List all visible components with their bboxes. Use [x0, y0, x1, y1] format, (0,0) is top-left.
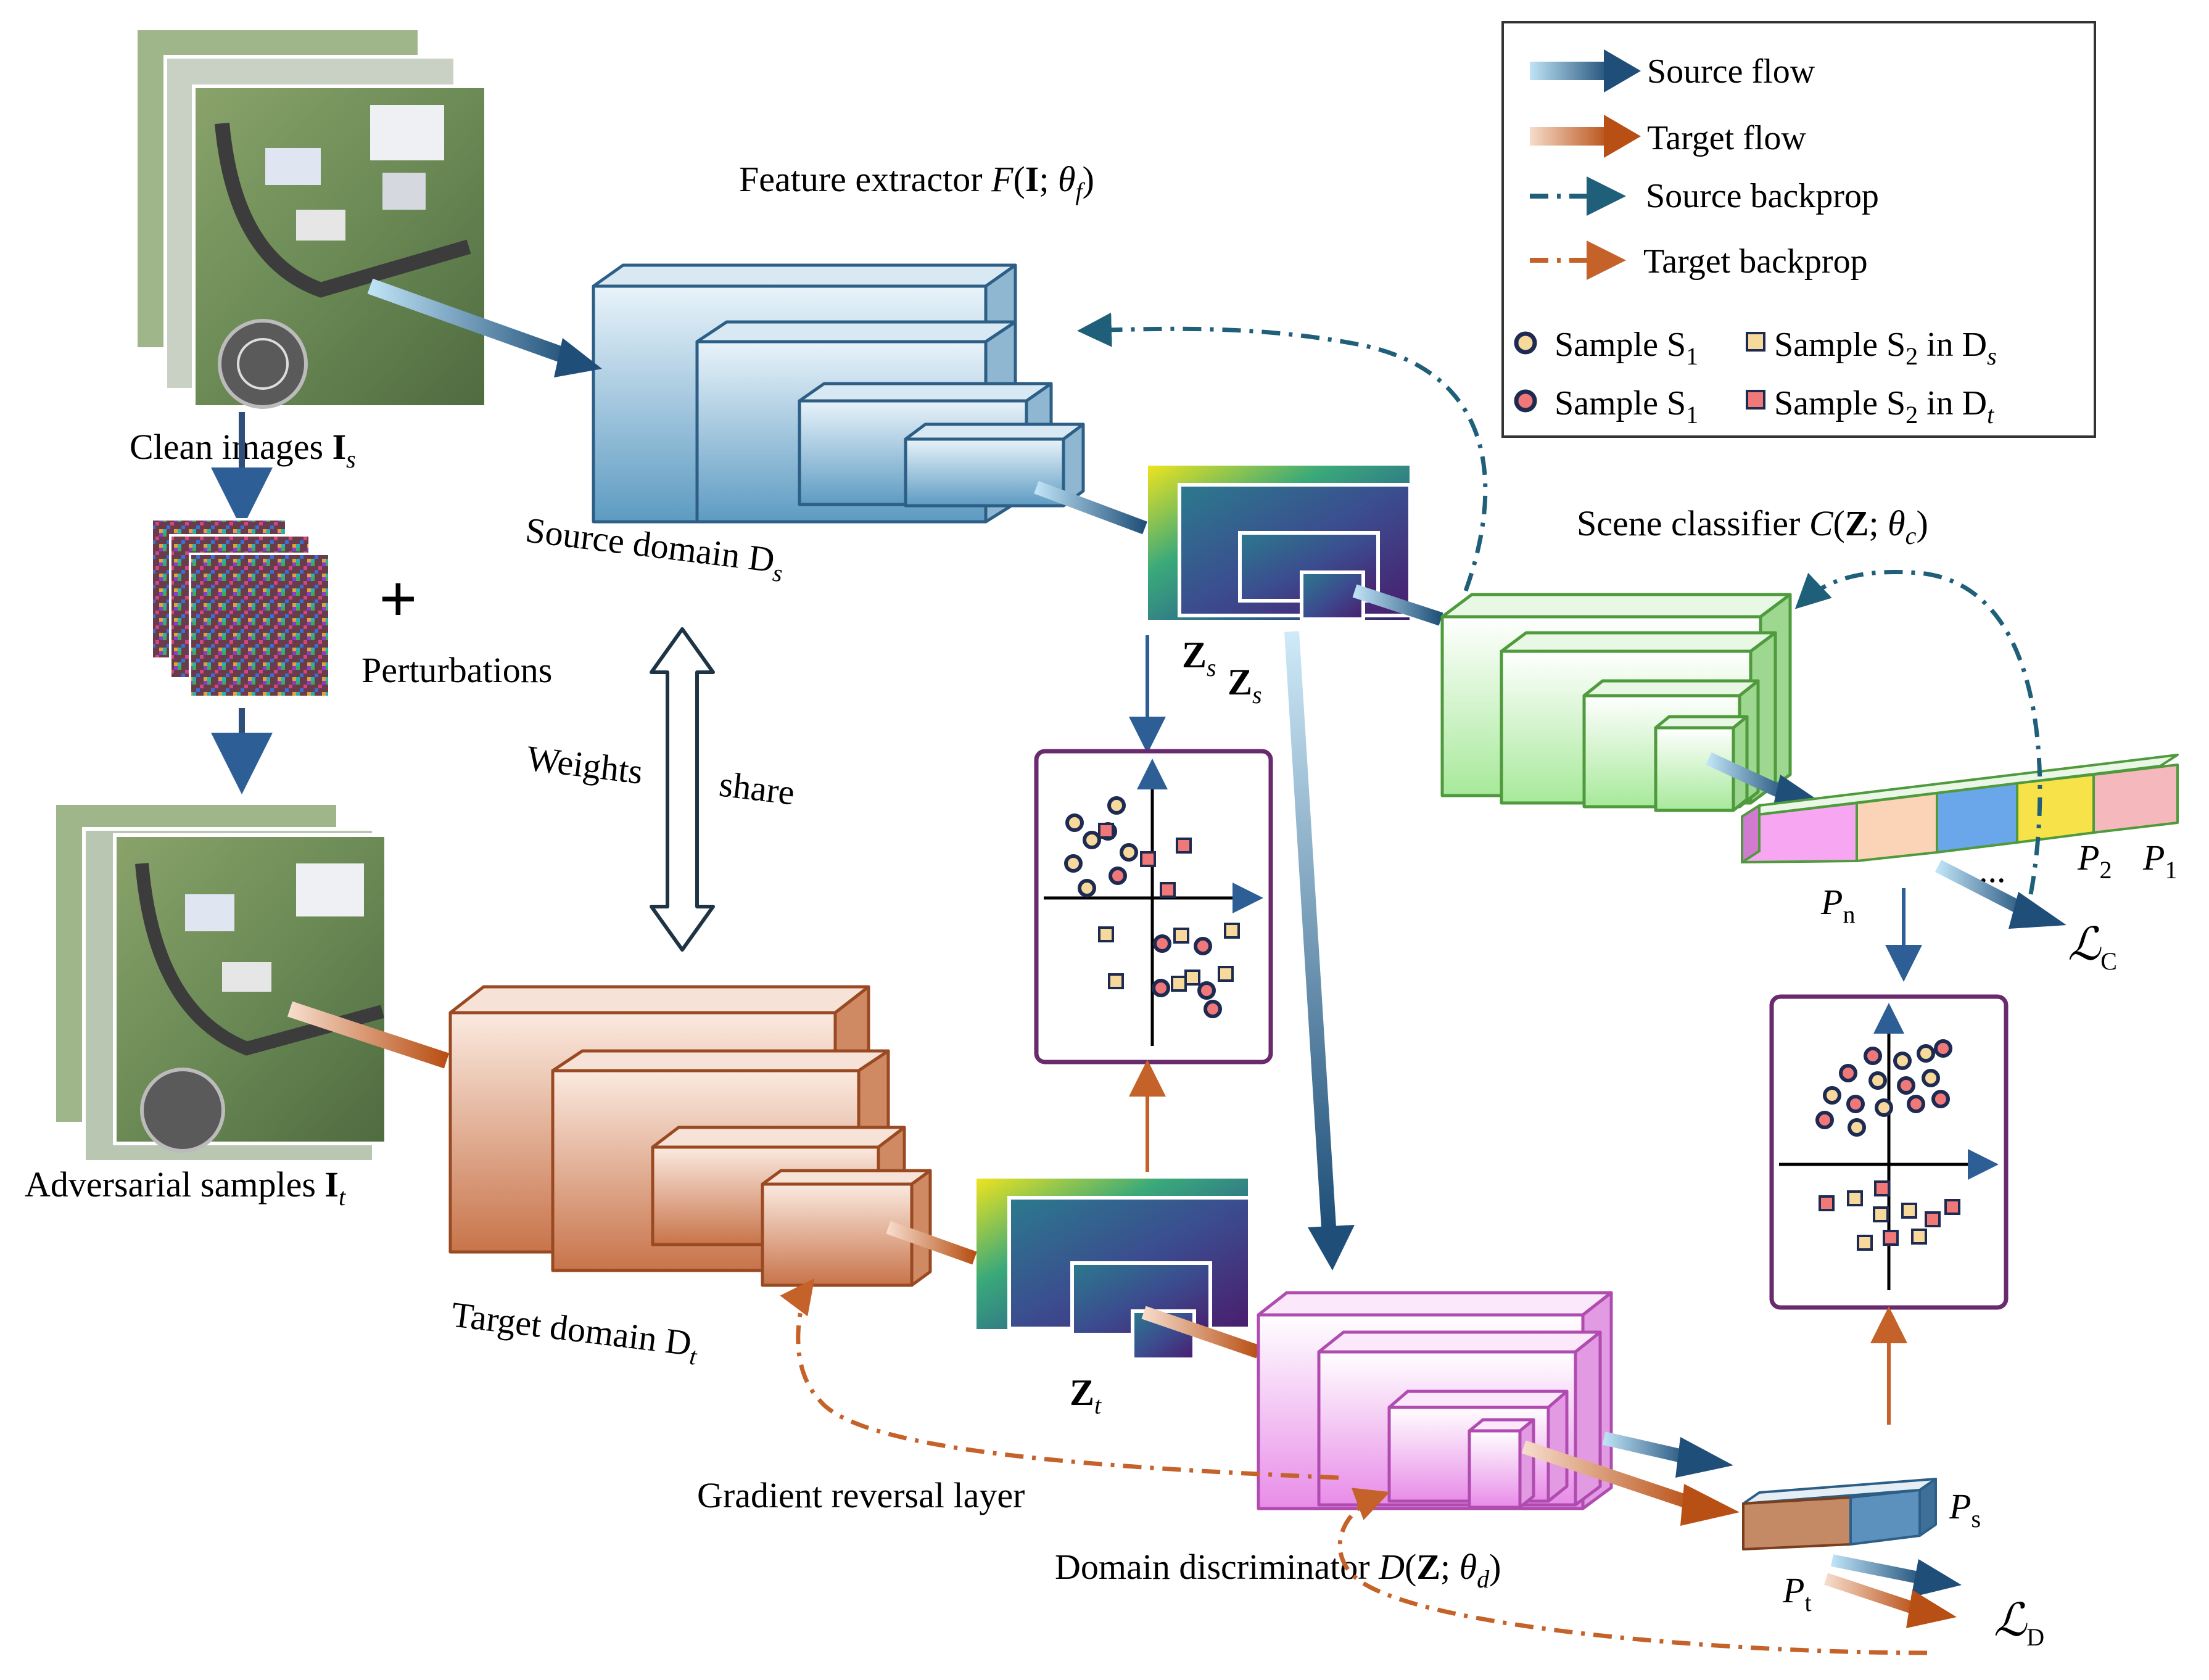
- p1-label: P1: [2142, 838, 2177, 884]
- ps-label: Ps: [1949, 1486, 1981, 1533]
- target-extractor-to-zt-arrow: [886, 1221, 977, 1265]
- legend-source-flow: Source flow: [1647, 52, 1815, 91]
- clean-images-label: Clean images Is: [130, 427, 356, 473]
- scene-classifier-label: Scene classifier C(Z; θc): [1577, 503, 1928, 550]
- zt-label: Zt: [1070, 1372, 1102, 1419]
- legend-sample-s2-dt: Sample S2 in Dt: [1774, 384, 1994, 429]
- perturbations-label: Perturbations: [361, 650, 552, 690]
- perturbations-stack: [151, 518, 331, 698]
- legend-box: [1501, 21, 2096, 438]
- loss-c-label: ℒC: [2068, 920, 2117, 975]
- clean-aerial-image: [192, 84, 488, 409]
- adversarial-images-stack: [52, 801, 388, 1164]
- legend-target-backprop: Target backprop: [1643, 242, 1868, 281]
- plus-sign: +: [379, 561, 418, 636]
- target-flow-arrow-icon: [1530, 115, 1641, 158]
- feature-scatter-plot: [1034, 749, 1273, 1064]
- loss-d-label: ℒD: [1994, 1596, 2044, 1651]
- clean-images-stack: [134, 27, 488, 409]
- source-circle-sample-icon: [1514, 331, 1537, 355]
- weights-label: Weights: [524, 738, 645, 792]
- discriminator-block-4: [1468, 1418, 1535, 1509]
- p2-label: P2: [2077, 838, 2112, 884]
- zs-label-1: Zs: [1182, 635, 1216, 681]
- adversarial-to-target-flow-arrow: [287, 1001, 450, 1069]
- share-label: share: [717, 764, 796, 812]
- target-feature-extractor: [448, 985, 932, 1287]
- discriminator-to-domain-source-arrow: [1602, 1431, 1733, 1478]
- adversarial-samples-label: Adversarial samples It: [25, 1164, 346, 1211]
- feature-extractor-label: Feature extractor F(I; θf): [739, 159, 1094, 205]
- target-circle-sample-icon: [1514, 389, 1537, 413]
- weights-share-double-arrow: [650, 627, 715, 952]
- clean-to-source-flow-arrow: [367, 278, 602, 377]
- source-flow-arrow-icon: [1530, 49, 1641, 93]
- source-feature-extractor: [592, 263, 1085, 524]
- source-extractor-to-zs-arrow: [1034, 480, 1147, 535]
- zs-label-2: Zs: [1228, 662, 1262, 709]
- legend-source-backprop: Source backprop: [1646, 177, 1879, 215]
- zt-to-discriminator-arrow: [1141, 1306, 1261, 1359]
- legend-sample-s1-ds: Sample S1: [1555, 326, 1698, 370]
- legend: Source flow Target flow Source backprop …: [1501, 21, 2096, 438]
- target-domain-label: Target domain Dt: [448, 1294, 701, 1370]
- domain-discriminator: [1257, 1291, 1613, 1510]
- legend-sample-s2-ds: Sample S2 in Ds: [1774, 326, 1997, 370]
- class-prediction-vector: [1741, 754, 2179, 863]
- zs-to-classifier-arrow: [1352, 584, 1443, 626]
- discriminator-to-domain-target-arrow: [1521, 1440, 1740, 1526]
- source-backprop-to-classifier: [1794, 570, 2042, 895]
- prediction-to-loss-c-arrow: [1934, 860, 2067, 929]
- domain-prediction-to-loss-d-arrows: [1823, 1554, 1962, 1628]
- feature-scatter-points: [1064, 796, 1240, 1018]
- target-block-4: [761, 1169, 932, 1287]
- gradient-reversal-label: Gradient reversal layer: [697, 1475, 1025, 1515]
- target-backprop-gradient-reversal: [780, 1278, 1339, 1480]
- target-square-sample-icon: [1746, 390, 1765, 410]
- domain-prediction-vector: [1742, 1478, 1937, 1550]
- legend-sample-s1-dt: Sample S1: [1555, 384, 1698, 429]
- source-square-sample-icon: [1746, 332, 1765, 352]
- class-scatter-points: [1815, 1039, 1960, 1251]
- pt-label: Pt: [1782, 1570, 1812, 1616]
- zs-to-discriminator-arrow: [1284, 631, 1355, 1270]
- adversarial-aerial-image: [113, 833, 388, 1153]
- domain-discriminator-label: Domain discriminator D(Z; θd): [1055, 1547, 1501, 1593]
- pn-label: Pn: [1820, 882, 1855, 928]
- scene-classifier: [1440, 593, 1792, 812]
- class-scatter-plot: [1769, 994, 2009, 1310]
- legend-target-flow: Target flow: [1647, 119, 1806, 157]
- target-feature-maps: [973, 1175, 1252, 1361]
